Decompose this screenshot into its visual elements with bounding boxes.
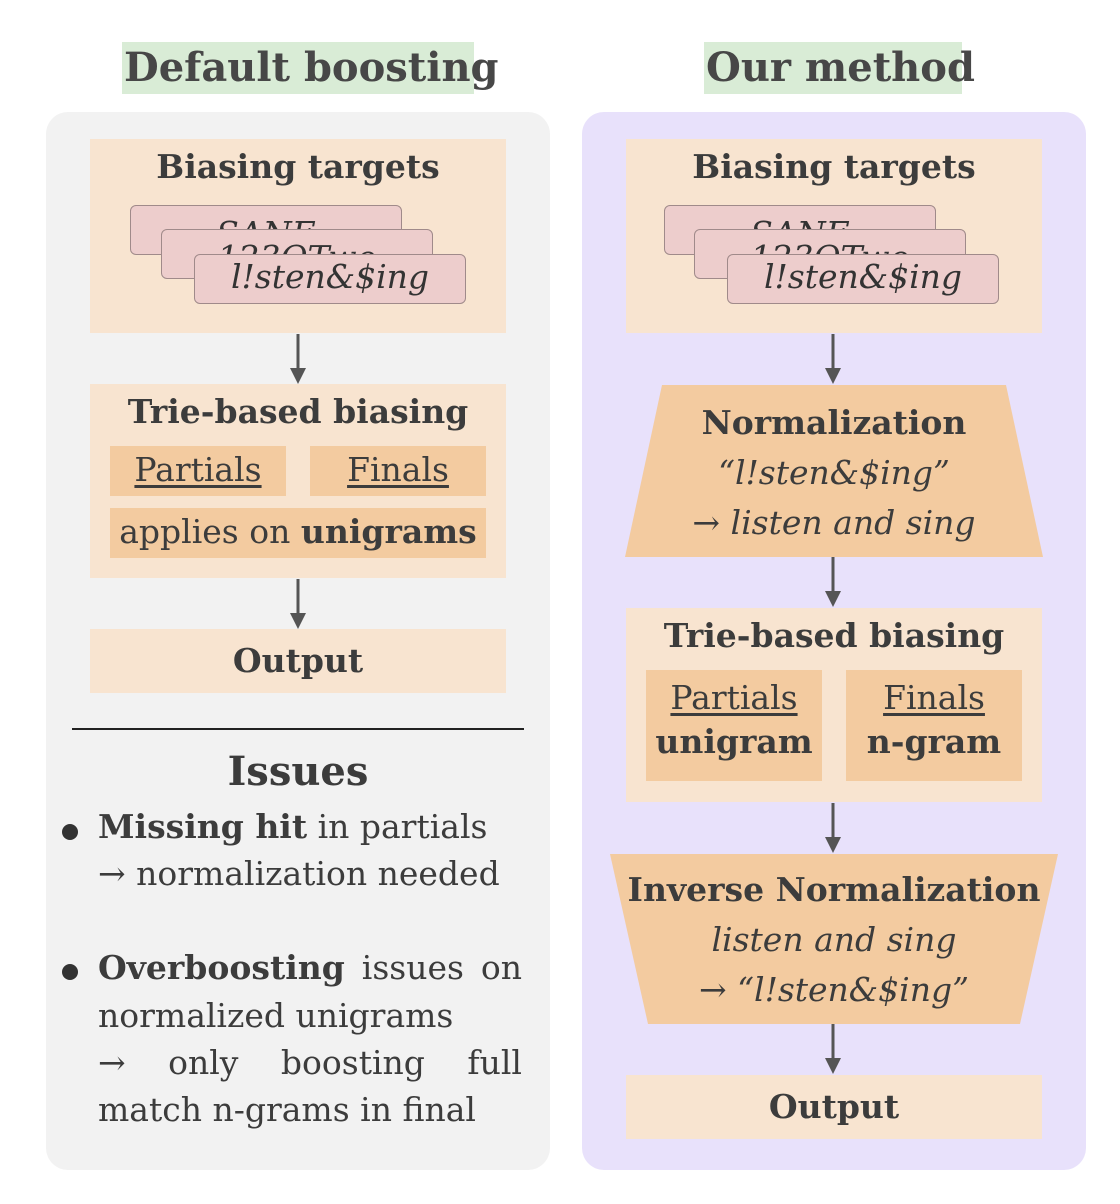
issue-2-line-1: Overboosting issues on: [98, 946, 522, 990]
issue-1-bold: Missing hit: [98, 807, 308, 846]
right-partials-chip: Partials unigram: [646, 670, 822, 781]
issues-title: Issues: [227, 748, 369, 795]
issue-1-line-1: Missing hit in partials: [98, 805, 522, 849]
left-target-card-3: l!sten&$ing: [194, 254, 466, 304]
right-finals-label: Finals: [883, 678, 985, 717]
right-biasing-targets-title: Biasing targets: [692, 147, 976, 186]
issue-2-word-1: Overboosting: [98, 948, 345, 987]
right-finals-sub: n-gram: [866, 722, 1002, 761]
inverse-normalization-line-1: listen and sing: [711, 920, 957, 959]
issue-1-arrow: →: [98, 854, 126, 893]
right-output-box: Output: [626, 1075, 1042, 1139]
issues-divider: [72, 728, 524, 730]
right-output-title: Output: [768, 1087, 900, 1126]
right-partials-label: Partials: [670, 678, 798, 717]
right-trie-box: Trie-based biasing Partials unigram Fina…: [626, 608, 1042, 802]
normalization-line-1: “l!sten&$ing”: [718, 453, 950, 492]
right-finals-chip: Finals n-gram: [846, 670, 1022, 781]
left-biasing-targets-title: Biasing targets: [156, 147, 440, 186]
issue-1-bullet: [62, 824, 78, 840]
issue-2-line-3: → only boosting full: [98, 1041, 522, 1085]
normalization-block: Normalization “l!sten&$ing” → listen and…: [625, 385, 1043, 557]
left-finals-label: Finals: [347, 450, 449, 489]
right-arrow-4: [825, 1024, 841, 1074]
left-trie-title: Trie-based biasing: [127, 392, 469, 431]
left-output-title: Output: [232, 641, 364, 680]
right-heading: Our method: [704, 42, 975, 94]
issue-2-word-3: on: [480, 948, 522, 987]
left-arrow-2: [290, 579, 306, 629]
issue-2-line-3-word-2: only: [168, 1043, 239, 1082]
issue-2-line-3-word-3: boosting: [280, 1043, 425, 1082]
right-arrow-1: [825, 334, 841, 384]
left-trie-box: Trie-based biasing Partials Finals appli…: [90, 384, 506, 578]
normalization-title: Normalization: [701, 403, 967, 442]
left-partials-label: Partials: [134, 450, 262, 489]
issue-2-word-2: issues: [361, 948, 464, 987]
inverse-normalization-line-2: → “l!sten&$ing”: [699, 970, 969, 1009]
right-arrow-3: [825, 803, 841, 853]
issue-2-bullet: [62, 964, 78, 980]
left-partials-chip: Partials: [110, 446, 286, 496]
issue-1-line-2-text: normalization needed: [125, 854, 500, 893]
left-arrow-1: [290, 334, 306, 384]
left-biasing-targets-box: Biasing targets SANE 123OTwo l!sten&$ing: [90, 139, 506, 333]
right-partials-sub: unigram: [655, 722, 813, 761]
right-biasing-targets-box: Biasing targets SANE 123OTwo l!sten&$ing: [626, 139, 1042, 333]
issue-2-line-2: normalized unigrams: [98, 996, 454, 1035]
inverse-normalization-block: Inverse Normalization listen and sing → …: [610, 854, 1058, 1024]
left-output-box: Output: [90, 629, 506, 693]
issue-1-rest: in partials: [307, 807, 488, 846]
issue-2-line-3-word-1: →: [98, 1043, 126, 1082]
left-applies-bold: unigrams: [300, 512, 477, 551]
normalization-line-2: → listen and sing: [692, 503, 976, 542]
issue-2-line-4: match n-grams in final: [98, 1090, 476, 1129]
right-trie-title: Trie-based biasing: [663, 616, 1005, 655]
left-applies-chip: applies on unigrams: [110, 508, 486, 558]
left-finals-chip: Finals: [310, 446, 486, 496]
issue-1-line-2: → normalization needed: [98, 852, 522, 896]
right-target-card-3: l!sten&$ing: [727, 254, 999, 304]
inverse-normalization-shape: [610, 854, 1058, 1024]
left-applies-prefix: applies on: [119, 512, 301, 551]
issue-2-line-3-word-4: full: [467, 1043, 522, 1082]
inverse-normalization-title: Inverse Normalization: [627, 870, 1041, 909]
normalization-shape: [625, 385, 1043, 557]
left-heading: Default boosting: [122, 42, 499, 94]
right-arrow-2: [825, 557, 841, 607]
